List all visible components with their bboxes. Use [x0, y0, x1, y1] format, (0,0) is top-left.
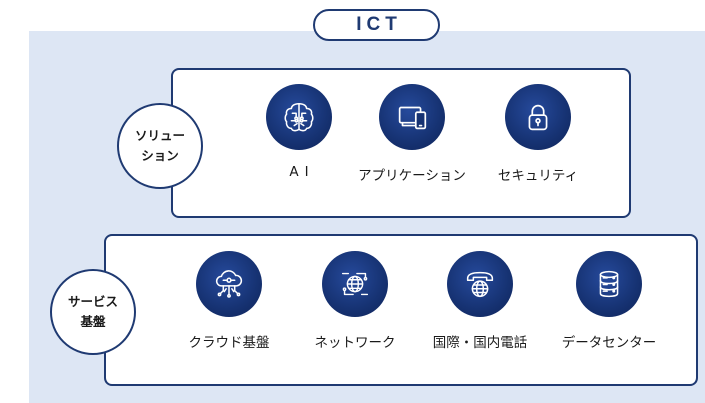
- item-cloud: クラウド基盤: [159, 251, 299, 351]
- item-cloud-label: クラウド基盤: [188, 335, 270, 351]
- item-application-label: アプリケーション: [358, 168, 466, 184]
- item-datacenter: データセンター: [539, 251, 679, 351]
- title-text: ICT: [356, 14, 402, 35]
- brain-circuit-icon: [266, 84, 332, 150]
- title-badge: ICT: [313, 9, 440, 41]
- globe-network-icon: [322, 251, 388, 317]
- item-network-label: ネットワーク: [314, 335, 396, 351]
- item-network: ネットワーク: [285, 251, 425, 351]
- solution-group-label: ソリュー ション: [117, 103, 203, 189]
- padlock-icon: [505, 84, 571, 150]
- telephone-globe-icon: [447, 251, 513, 317]
- devices-icon: [379, 84, 445, 150]
- item-datacenter-label: データセンター: [561, 335, 657, 351]
- item-ai-label: AI: [289, 164, 315, 180]
- service-group-label-text: サービス 基盤: [67, 294, 118, 329]
- service-group-label: サービス 基盤: [50, 269, 136, 355]
- item-telephone-label: 国際・国内電話: [432, 335, 528, 351]
- cloud-network-icon: [196, 251, 262, 317]
- item-security-label: セキュリティ: [497, 168, 579, 184]
- item-ai: AI: [229, 84, 369, 180]
- database-server-icon: [576, 251, 642, 317]
- item-application: アプリケーション: [342, 84, 482, 184]
- solution-group-label-text: ソリュー ション: [134, 128, 185, 163]
- item-telephone: 国際・国内電話: [410, 251, 550, 351]
- item-security: セキュリティ: [468, 84, 608, 184]
